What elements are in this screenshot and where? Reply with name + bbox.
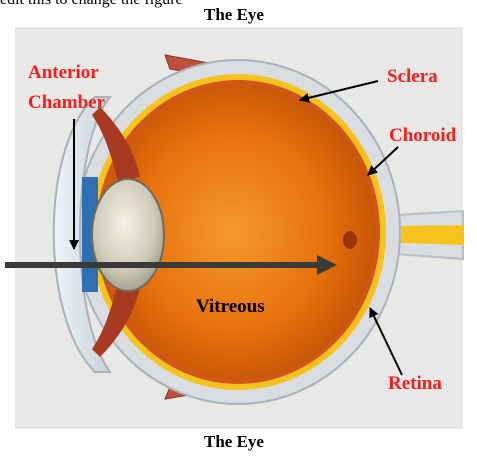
fovea [343, 231, 357, 249]
label-anterior-line2: Chamber [28, 92, 105, 114]
label-retina: Retina [388, 373, 442, 395]
label-anterior-line1: Anterior [28, 62, 99, 84]
label-vitreous: Vitreous [196, 296, 265, 318]
label-sclera: Sclera [387, 66, 438, 88]
figure-title-bottom: The Eye [204, 432, 264, 452]
figure-title-top: The Eye [204, 5, 264, 25]
label-choroid: Choroid [389, 125, 456, 147]
clipped-top-text: edit this to change the figure [0, 0, 183, 9]
lens [92, 179, 164, 291]
